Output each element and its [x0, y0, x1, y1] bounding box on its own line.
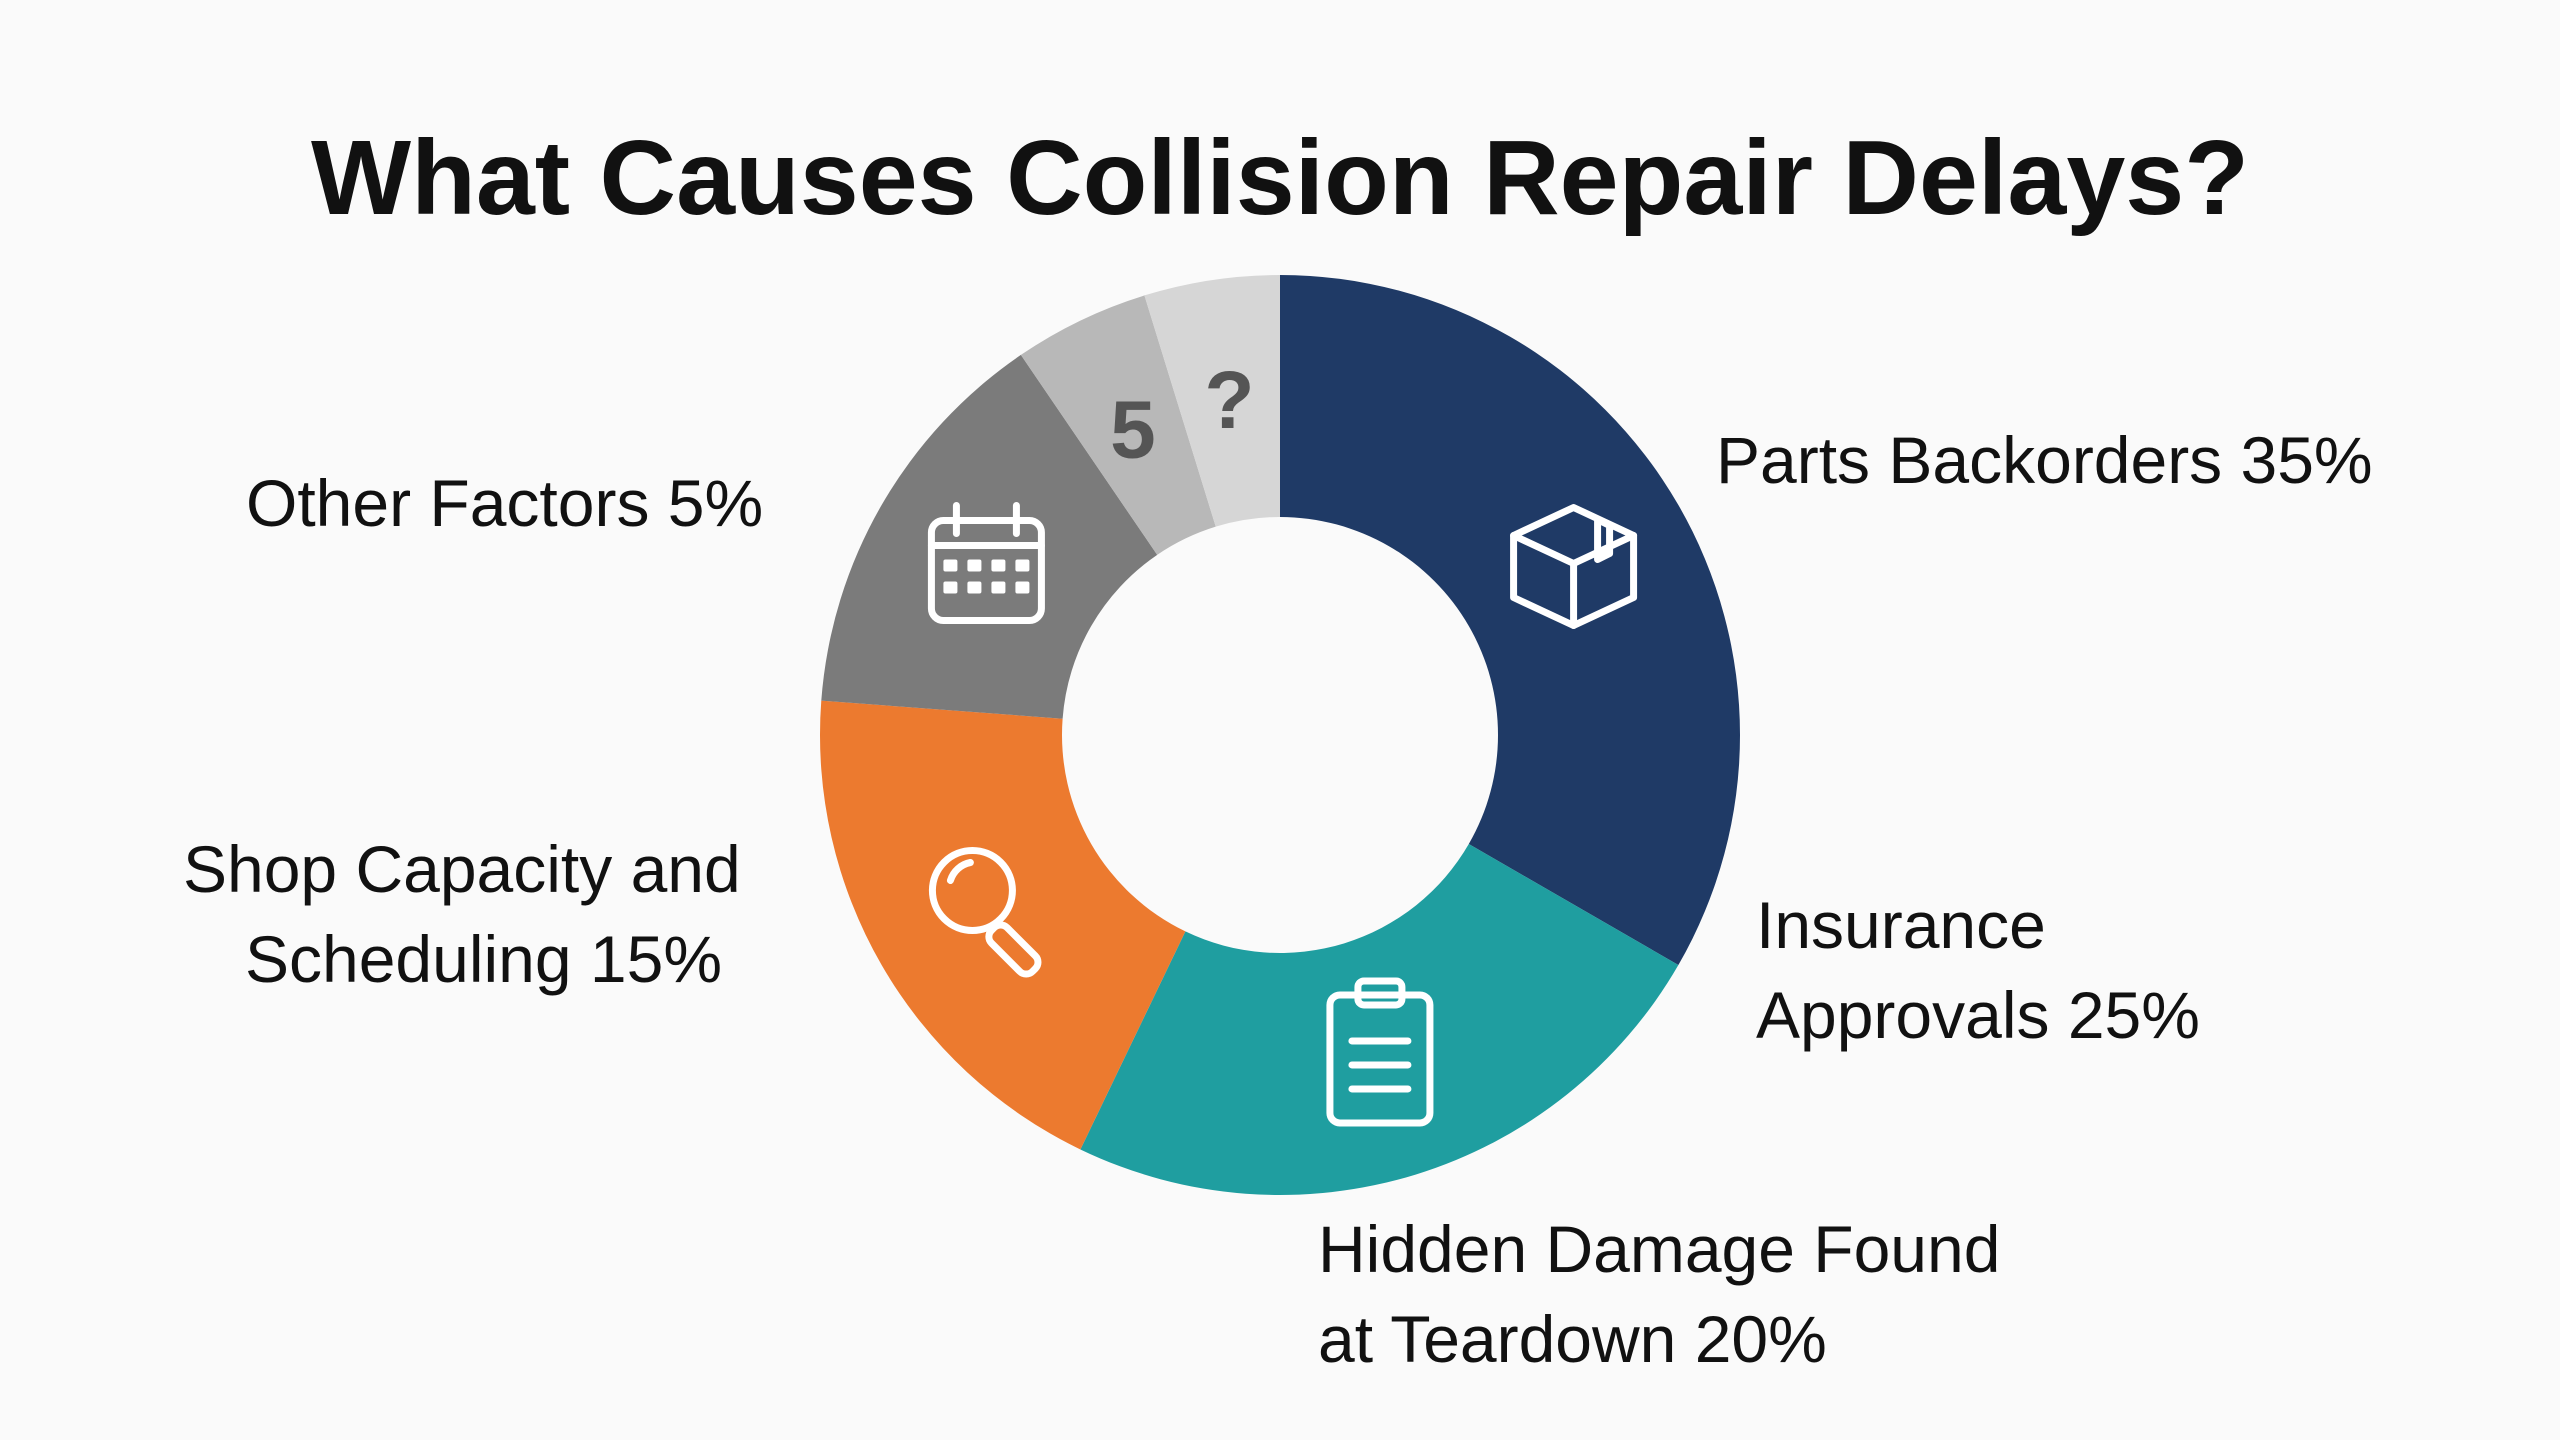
slice-inner-text: ?: [1204, 355, 1254, 446]
label-parts-backorders: Parts Backorders 35%: [1716, 423, 2373, 497]
box-icon: [1510, 504, 1638, 629]
donut-slice: [821, 354, 1158, 719]
slice-inner-text: 5: [1110, 385, 1156, 476]
label-hidden-damage: Hidden Damage Found at Teardown 20%: [1318, 1212, 2001, 1376]
label-other-factors: Other Factors 5%: [246, 466, 764, 540]
label-insurance-approvals: Insurance Approvals 25%: [1756, 888, 2200, 1052]
donut-slice: [1080, 844, 1679, 1195]
donut-slice: [1280, 275, 1740, 965]
magnifier-icon: [928, 847, 1042, 978]
label-shop-capacity: Shop Capacity and Scheduling 15%: [183, 832, 741, 996]
calendar-icon: [927, 502, 1045, 624]
donut-slice: [1144, 275, 1280, 527]
clipboard-icon: [1326, 977, 1434, 1127]
donut-slice: [1020, 295, 1216, 555]
chart-title: What Causes Collision Repair Delays?: [311, 119, 2249, 237]
